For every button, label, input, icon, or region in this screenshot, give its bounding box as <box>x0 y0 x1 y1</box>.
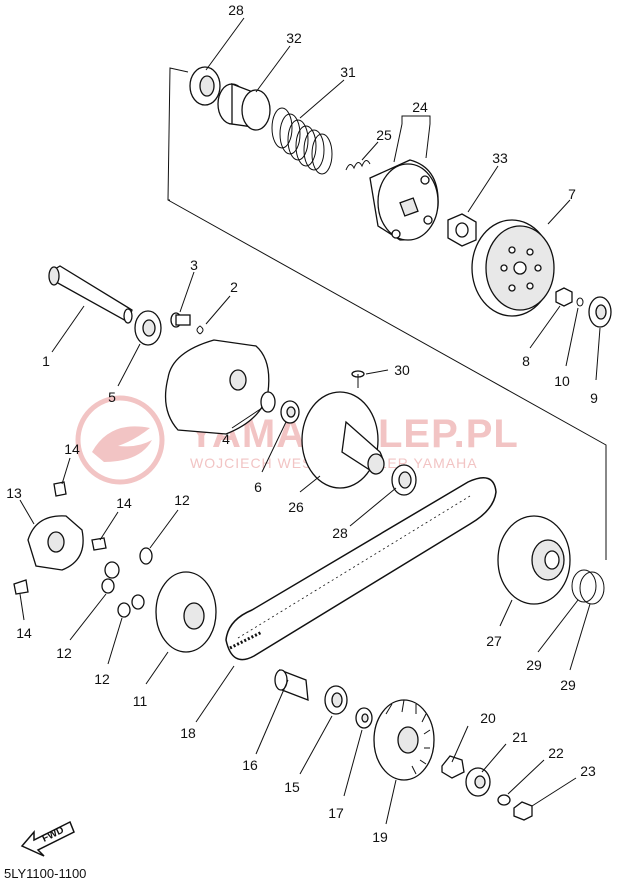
callout-label: 21 <box>512 729 528 745</box>
callout-label: 28 <box>332 525 348 541</box>
part-oil-seal <box>134 310 162 346</box>
part-nut <box>447 213 477 247</box>
assembly-bracket-lines <box>167 67 607 560</box>
callout-label: 12 <box>56 645 72 661</box>
callout-label: 28 <box>228 2 244 18</box>
fwd-direction-arrow: FWD <box>20 820 75 857</box>
callout-label: 11 <box>133 693 148 709</box>
callout-label: 24 <box>412 99 428 115</box>
callout-label: 12 <box>174 492 190 508</box>
callout-label: 7 <box>568 186 576 202</box>
callout-label: 14 <box>16 625 32 641</box>
callout-label: 23 <box>580 763 596 779</box>
callout-label: 12 <box>94 671 110 687</box>
part-compression-spring <box>271 107 333 175</box>
part-clutch-housing <box>471 219 555 317</box>
callout-label: 6 <box>254 479 262 495</box>
part-collar <box>217 83 271 131</box>
callout-label: 26 <box>288 499 304 515</box>
callout-label: 16 <box>242 757 258 773</box>
part-seal-lower <box>391 464 417 496</box>
callout-label: 10 <box>554 373 570 389</box>
part-pin <box>351 370 365 388</box>
callout-label: 9 <box>590 390 598 406</box>
callout-label: 31 <box>340 64 356 80</box>
callouts: 28 32 31 24 25 33 7 3 2 1 5 8 10 9 30 4 <box>6 2 601 845</box>
callout-label: 19 <box>372 829 388 845</box>
callout-label: 2 <box>230 279 238 295</box>
callout-label: 13 <box>6 485 22 501</box>
part-collar-washers <box>274 669 373 729</box>
callout-label: 33 <box>492 150 508 166</box>
callout-label: 22 <box>548 745 564 761</box>
part-clutch-spring <box>345 160 371 171</box>
callout-label: 4 <box>222 431 230 447</box>
callout-label: 25 <box>376 127 392 143</box>
part-secondary-sheave <box>497 515 571 605</box>
callout-label: 5 <box>108 389 116 405</box>
callout-label: 29 <box>560 677 576 693</box>
watermark-logo-ring <box>75 395 165 485</box>
callout-label: 15 <box>284 779 300 795</box>
part-cam-and-sliders <box>13 481 107 595</box>
callout-label: 20 <box>480 710 496 726</box>
callout-label: 30 <box>394 362 410 378</box>
callout-label: 14 <box>116 495 132 511</box>
callout-label: 29 <box>526 657 542 673</box>
part-sliding-sheave <box>301 391 385 489</box>
part-primary-sheave <box>155 571 217 653</box>
callout-label: 17 <box>328 805 344 821</box>
part-washers-4-6 <box>260 391 300 424</box>
part-primary-shaft <box>48 265 133 324</box>
part-clutch-carrier <box>369 159 439 241</box>
part-circlips <box>571 569 605 605</box>
watermark-logo-mark <box>92 426 152 462</box>
part-seal-top <box>189 66 221 106</box>
diagram-code: 5LY1100-1100 <box>4 866 86 881</box>
callout-label: 3 <box>190 257 198 273</box>
callout-label: 27 <box>486 633 502 649</box>
part-nut-group <box>441 755 533 821</box>
callout-label: 1 <box>42 353 50 369</box>
part-bolt-and-clip <box>170 312 204 335</box>
callout-label: 18 <box>180 725 196 741</box>
part-fan-sheave <box>373 699 435 781</box>
callout-label: 14 <box>64 441 80 457</box>
part-weight-rollers <box>101 547 153 618</box>
callout-label: 32 <box>286 30 302 46</box>
callout-label: 8 <box>522 353 530 369</box>
part-v-belt <box>225 477 497 661</box>
part-bearing-group <box>555 287 612 328</box>
